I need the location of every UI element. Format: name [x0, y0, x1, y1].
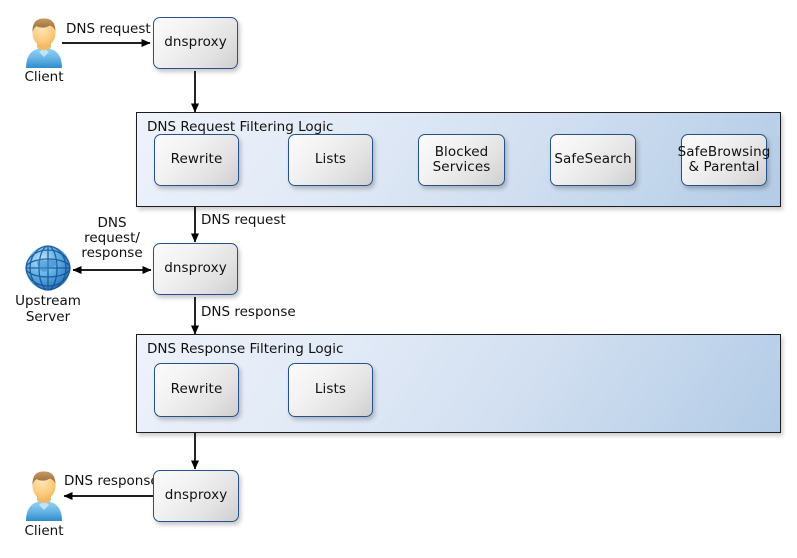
user-icon	[22, 16, 66, 68]
upstream-server-label: Upstream Server	[15, 293, 81, 325]
stage-lists-response: Lists	[288, 363, 373, 417]
user-icon	[22, 469, 66, 521]
stage-blocked-services-label: Blocked Services	[432, 143, 491, 175]
dnsproxy-middle: dnsproxy	[153, 243, 238, 295]
stage-safesearch-label: SafeSearch	[554, 151, 632, 168]
dnsproxy-top-label: dnsproxy	[164, 34, 227, 51]
edge-label-dnsproxy3-to-client: DNS response	[64, 473, 159, 489]
dnsproxy-bottom: dnsproxy	[153, 470, 239, 522]
dnsproxy-top: dnsproxy	[153, 17, 238, 69]
stage-safebrowsing-parental: SafeBrowsing & Parental	[678, 134, 770, 186]
dns-request-filtering-title: DNS Request Filtering Logic	[147, 119, 334, 135]
stage-lists-request: Lists	[288, 134, 373, 186]
dns-response-filtering-group: DNS Response Filtering Logic	[136, 334, 781, 433]
client-top-label: Client	[24, 69, 64, 85]
dnsproxy-bottom-label: dnsproxy	[164, 487, 228, 504]
stage-safebrowsing-parental-label: SafeBrowsing & Parental	[677, 143, 771, 175]
stage-blocked-services: Blocked Services	[418, 134, 505, 186]
dns-response-filtering-title: DNS Response Filtering Logic	[147, 341, 344, 357]
client-bottom-label: Client	[24, 523, 64, 539]
edge-label-upstream-exchange: DNS request/ response	[81, 215, 143, 262]
dnsproxy-middle-label: dnsproxy	[164, 260, 227, 277]
edge-label-request-group-to-dnsproxy2: DNS request	[201, 212, 286, 228]
stage-rewrite-response: Rewrite	[154, 363, 239, 417]
stage-rewrite-response-label: Rewrite	[170, 381, 223, 398]
stage-rewrite-request: Rewrite	[154, 134, 239, 186]
edge-label-dnsproxy2-to-response-group: DNS response	[201, 304, 296, 320]
stage-rewrite-request-label: Rewrite	[170, 151, 223, 168]
globe-icon	[23, 243, 73, 293]
stage-lists-request-label: Lists	[314, 151, 347, 168]
stage-lists-response-label: Lists	[314, 381, 347, 398]
edge-label-client-to-dnsproxy: DNS request	[66, 21, 151, 37]
stage-safesearch: SafeSearch	[550, 134, 636, 186]
